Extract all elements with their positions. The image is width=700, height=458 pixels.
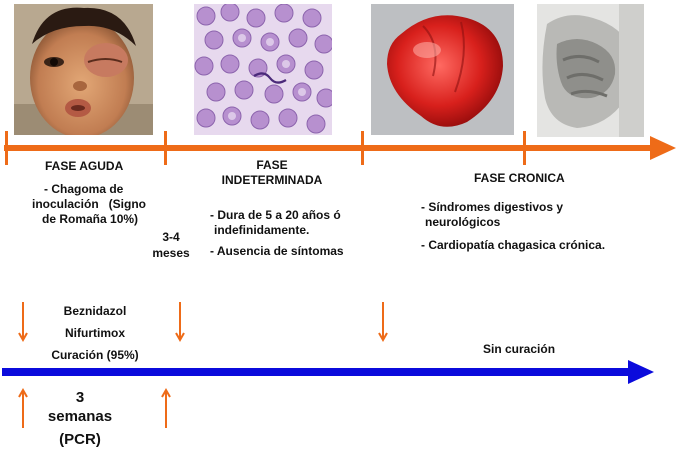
chronic-note-line: neurológicos: [425, 215, 501, 229]
phase-divider-ticks: [5, 131, 526, 165]
chronic-note-line: - Cardiopatía chagasica crónica.: [421, 238, 606, 252]
weeks-interval-line: 3: [75, 389, 85, 406]
down-arrow-indeterminate: [175, 302, 185, 343]
indeterminate-note-line: - Ausencia de síntomas: [210, 244, 344, 258]
weeks-interval-line: semanas: [47, 408, 113, 425]
indeterminate-note-duration: - Dura de 5 a 20 años ó indefinidamente.: [210, 208, 341, 238]
digestive-organs-photo: [537, 4, 644, 137]
treatment-timeline-arrow: [2, 360, 654, 384]
months-interval-label: 3-4 meses: [146, 229, 196, 261]
weeks-interval-line: (PCR): [59, 431, 101, 448]
acute-phase-title: FASE AGUDA: [45, 159, 124, 173]
no-cure-label: Sin curación: [483, 342, 556, 356]
up-arrow-three-weeks: [161, 387, 171, 428]
acute-phase-notes: - Chagoma de inoculación (Signo de Romañ…: [32, 182, 167, 227]
treatment-cure-rate: Curación (95%): [51, 348, 139, 362]
chronic-note-line: - Síndromes digestivos y: [421, 200, 564, 214]
treatment-drug-name: Beznidazol: [63, 304, 127, 318]
phase-timeline-arrow: [4, 136, 676, 160]
chronic-phase-title: FASE CRONICA: [474, 171, 565, 185]
up-arrow-start: [18, 387, 28, 428]
chronic-note-digestive: - Síndromes digestivos y neurológicos: [421, 200, 563, 230]
months-interval-line: meses: [152, 246, 190, 260]
enlarged-heart-photo: [371, 4, 514, 135]
blood-smear-trypanosome-photo: [194, 4, 332, 135]
down-arrow-acute: [18, 302, 28, 343]
indeterminate-note-asymptomatic: - Ausencia de síntomas: [210, 244, 344, 259]
indeterminate-title-line: FASE: [256, 158, 288, 172]
treatment-drug-name: Nifurtimox: [65, 326, 125, 340]
acute-note-line: inoculación (Signo: [32, 197, 146, 211]
indeterminate-phase-title: FASE INDETERMINADA: [214, 158, 330, 188]
indeterminate-note-line: - Dura de 5 a 20 años ó: [210, 208, 341, 222]
acute-note-line: - Chagoma de: [44, 182, 124, 196]
treatment-drugs: Beznidazol Nifurtimox Curación (95%): [40, 300, 150, 366]
indeterminate-title-line: INDETERMINADA: [221, 173, 323, 187]
chronic-note-cardiopathy: - Cardiopatía chagasica crónica.: [421, 238, 605, 253]
acute-note-line: de Romaña 10%): [42, 212, 139, 226]
weeks-interval-label: 3 semanas (PCR): [40, 388, 120, 449]
months-interval-line: 3-4: [162, 230, 180, 244]
indeterminate-note-line: indefinidamente.: [214, 223, 310, 237]
child-with-chagoma-photo: [14, 4, 153, 135]
down-arrow-chronic: [378, 302, 388, 343]
